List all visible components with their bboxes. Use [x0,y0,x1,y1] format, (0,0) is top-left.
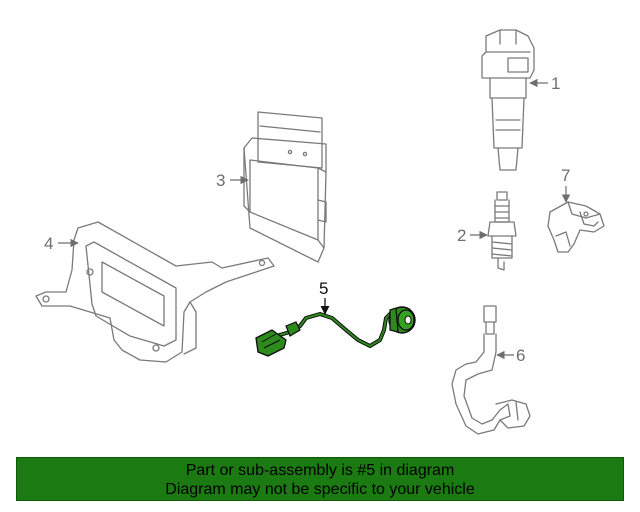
svg-text:7: 7 [561,166,570,185]
banner-line-2: Diagram may not be specific to your vehi… [165,481,475,498]
svg-text:1: 1 [551,74,560,93]
callout-7: 7 [561,166,570,203]
svg-text:6: 6 [516,346,525,365]
banner-line-1: Part or sub-assembly is #5 in diagram [185,462,455,479]
camshaft-position-sensor [547,201,605,253]
svg-text:5: 5 [319,279,328,298]
callout-4: 4 [44,234,79,253]
spark-plug [487,191,517,271]
callout-2: 2 [457,226,488,245]
knock-sensor [255,306,416,357]
oxygen-sensor [451,305,531,435]
svg-text:4: 4 [44,234,53,253]
callout-5: 5 [319,279,330,315]
info-banner: Part or sub-assembly is #5 in diagram Di… [16,457,624,501]
callout-1: 1 [529,74,560,93]
callout-3: 3 [216,171,249,190]
engine-control-module [243,111,327,263]
ignition-coil [481,29,535,171]
callout-6: 6 [496,346,525,365]
svg-text:2: 2 [457,226,466,245]
mounting-bracket [35,221,275,363]
svg-text:3: 3 [216,171,225,190]
